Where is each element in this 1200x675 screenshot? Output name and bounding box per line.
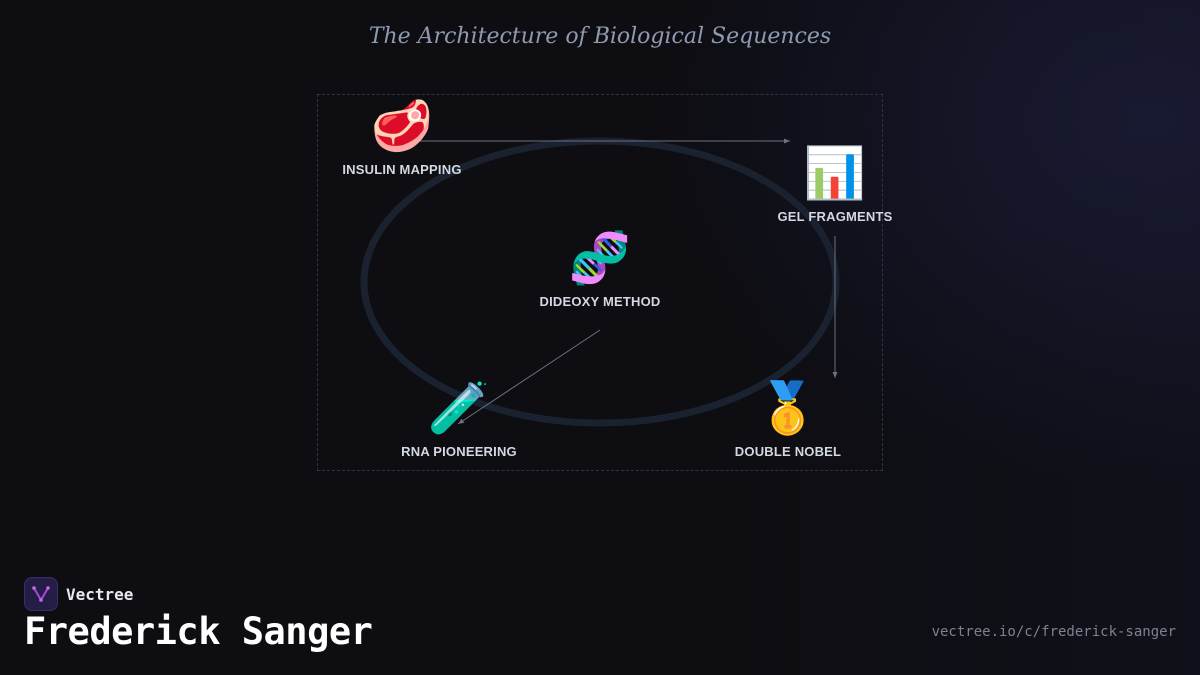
dna-icon: 🧬 [568, 229, 632, 287]
brand-name: Vectree [66, 584, 134, 604]
medal-icon: 🥇 [756, 379, 820, 437]
node-insulin-mapping: 🥩 INSULIN MAPPING [317, 96, 487, 177]
node-label: INSULIN MAPPING [342, 162, 462, 177]
node-label: RNA PIONEERING [401, 444, 517, 459]
node-label: DOUBLE NOBEL [734, 444, 842, 459]
node-label: GEL FRAGMENTS [777, 209, 893, 224]
node-gel-fragments: 📊 GEL FRAGMENTS [750, 143, 920, 224]
diagram-frame [317, 94, 883, 471]
test-tube-icon: 🧪 [427, 379, 491, 437]
person-name: Frederick Sanger [24, 610, 373, 653]
brand[interactable]: Vectree [24, 577, 133, 611]
meat-icon: 🥩 [370, 97, 434, 155]
node-rna-pioneering: 🧪 RNA PIONEERING [374, 378, 544, 459]
bar-chart-icon: 📊 [803, 144, 867, 202]
vectree-logo-icon [24, 577, 58, 611]
node-dideoxy-method: 🧬 DIDEOXY METHOD [515, 228, 685, 309]
edge-dideoxy-to-rna [457, 329, 601, 425]
node-double-nobel: 🥇 DOUBLE NOBEL [703, 378, 873, 459]
diagram-title: The Architecture of Biological Sequences [368, 24, 832, 49]
page-url[interactable]: vectree.io/c/frederick-sanger [931, 624, 1176, 640]
node-label: DIDEOXY METHOD [539, 294, 661, 309]
